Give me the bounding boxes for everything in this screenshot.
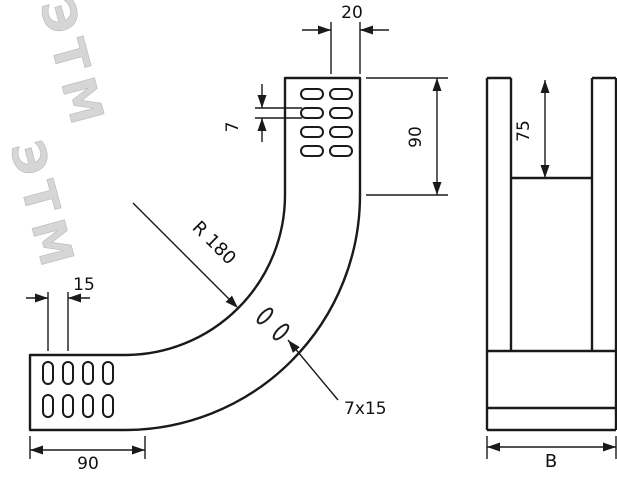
- lower-leg-slots: [42, 361, 114, 418]
- dim-label-side-height: 75: [514, 120, 534, 142]
- arrowhead-icon: [132, 445, 145, 455]
- arrowhead-icon: [225, 295, 238, 308]
- dim-width-b: B: [486, 436, 617, 472]
- leader-line: [287, 339, 339, 401]
- slot: [329, 145, 353, 157]
- slot: [256, 307, 274, 325]
- slot: [82, 394, 94, 418]
- bend-outline: [28, 76, 362, 432]
- slot: [272, 323, 290, 341]
- slot: [102, 394, 114, 418]
- slot: [329, 126, 353, 138]
- dim-label-slot-width: 7: [223, 122, 243, 133]
- arrowhead-icon: [257, 95, 267, 108]
- arrowhead-icon: [35, 293, 48, 303]
- dim-radius: R 180: [132, 202, 240, 308]
- slot: [300, 88, 324, 100]
- arrowhead-icon: [432, 182, 442, 195]
- dim-side-height: 75: [514, 80, 550, 178]
- dim-slot-width: 7: [223, 84, 302, 142]
- side-view-section: 75 B: [485, 76, 617, 472]
- slot: [300, 107, 324, 119]
- arrowhead-icon: [540, 165, 550, 178]
- arrowhead-icon: [540, 80, 550, 93]
- dim-left-pitch: 15: [26, 275, 95, 351]
- arrowhead-icon: [257, 118, 267, 131]
- slot: [102, 361, 114, 385]
- watermark-group: ЭТМ ЭТМ: [0, 0, 117, 279]
- slot: [62, 361, 74, 385]
- dim-label-lower-leg: 90: [77, 454, 99, 474]
- dim-upper-leg: 90: [366, 77, 448, 196]
- slot: [42, 361, 54, 385]
- slot: [329, 88, 353, 100]
- slot: [300, 145, 324, 157]
- slot: [42, 394, 54, 418]
- dim-lower-leg: 90: [29, 436, 146, 474]
- slot: [82, 361, 94, 385]
- arrowhead-icon: [360, 25, 373, 35]
- arrowhead-icon: [318, 25, 331, 35]
- arrowhead-icon: [487, 442, 500, 452]
- dim-label-width: B: [545, 451, 557, 472]
- arrowhead-icon: [30, 445, 43, 455]
- dim-label-slot-size: 7x15: [344, 399, 387, 419]
- arrowhead-icon: [603, 442, 616, 452]
- arrowhead-icon: [288, 340, 300, 353]
- watermark-text: ЭТМ: [0, 135, 86, 279]
- arrowhead-icon: [68, 293, 81, 303]
- radius-line: [132, 202, 237, 307]
- watermark-text: ЭТМ: [29, 0, 116, 137]
- slot: [62, 394, 74, 418]
- dim-top-pitch: 20: [302, 3, 389, 74]
- label-slot-size: 7x15: [287, 339, 387, 419]
- dim-label-top-pitch: 20: [341, 3, 363, 23]
- dim-label-left-pitch: 15: [73, 275, 95, 295]
- arrowhead-icon: [432, 78, 442, 91]
- curve-slots: [256, 307, 290, 341]
- slot: [300, 126, 324, 138]
- dim-label-radius: R 180: [188, 217, 240, 269]
- dim-label-upper-leg: 90: [406, 126, 426, 148]
- upper-leg-slots: [300, 88, 353, 157]
- slot: [329, 107, 353, 119]
